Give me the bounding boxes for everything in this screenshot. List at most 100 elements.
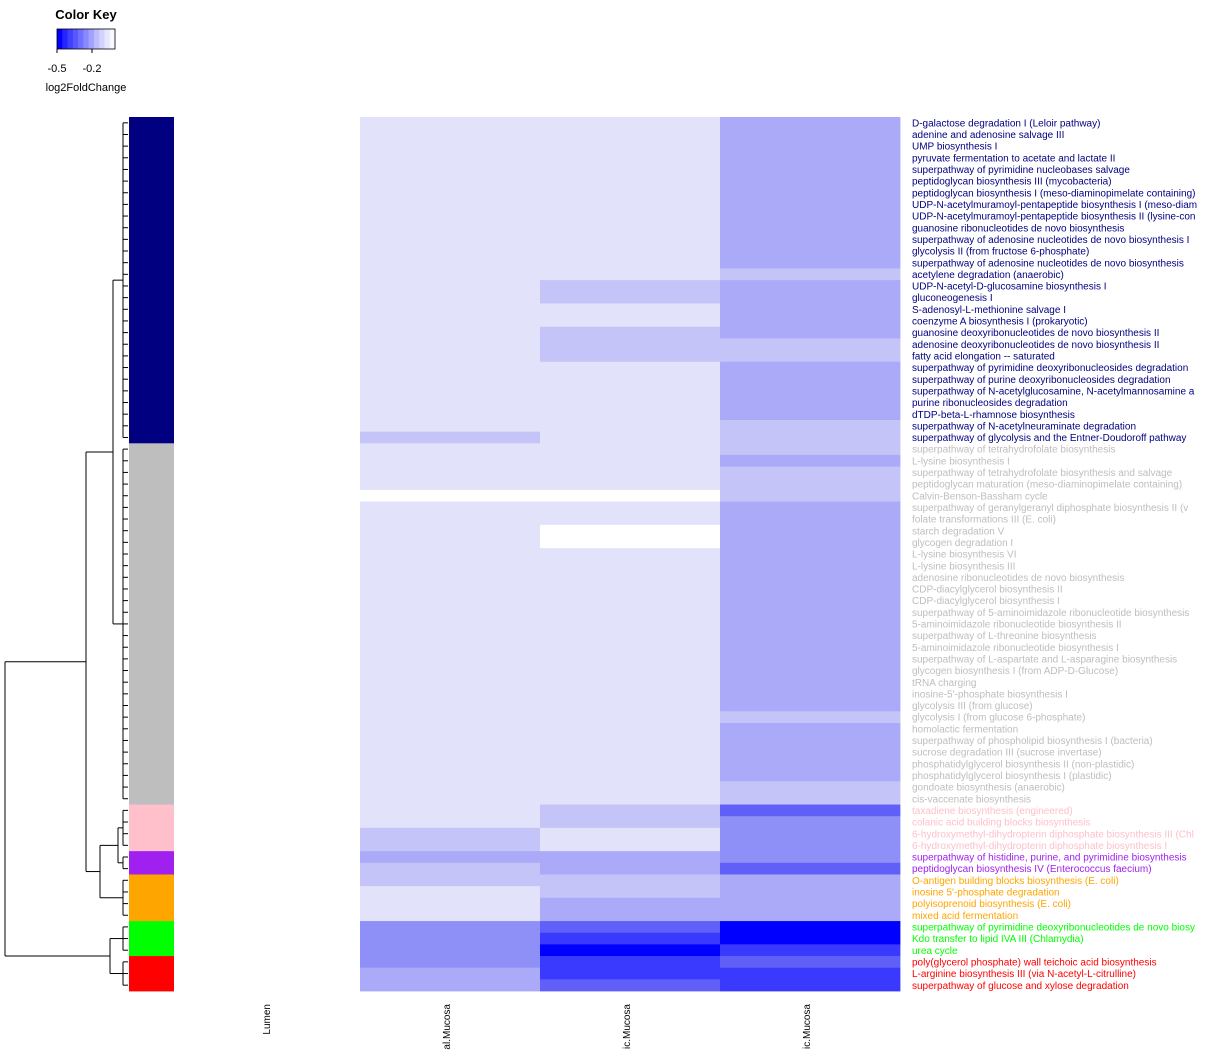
heatmap-cell	[540, 151, 721, 165]
heatmap-cell	[720, 956, 901, 969]
row-label: folate transformations III (E. coli)	[912, 515, 1056, 526]
heatmap-cell	[540, 862, 721, 875]
heatmap-cell	[180, 489, 361, 502]
row-label: superpathway of phospholipid biosynthesi…	[912, 736, 1153, 747]
heatmap-cell	[540, 594, 721, 607]
row-group-swatch	[129, 571, 174, 584]
heatmap-cell	[540, 291, 721, 304]
heatmap-cell	[540, 769, 721, 782]
heatmap-cell	[720, 559, 901, 572]
row-label: 6-hydroxymethyl-dihydropterin diphosphat…	[912, 829, 1194, 840]
heatmap-cell	[180, 688, 361, 701]
heatmap-cell	[180, 431, 361, 444]
heatmap-cell	[180, 606, 361, 619]
heatmap-cell	[540, 536, 721, 549]
heatmap-cell	[720, 361, 901, 374]
heatmap-cell	[180, 245, 361, 258]
row-group-swatch	[129, 396, 174, 409]
heatmap-cell	[720, 140, 901, 153]
heatmap-cell	[180, 792, 361, 805]
column-label: ic.Mucosa	[802, 1004, 813, 1049]
row-label: O-antigen building blocks biosynthesis (…	[912, 876, 1119, 887]
row-group-swatch	[129, 128, 174, 141]
row-group-swatch	[129, 454, 174, 467]
row-label: L-arginine biosynthesis III (via N-acety…	[912, 969, 1136, 980]
heatmap-cell	[540, 816, 721, 829]
heatmap-cell	[540, 128, 721, 141]
heatmap-cell	[180, 734, 361, 747]
row-label: adenosine deoxyribonucleotides de novo b…	[912, 340, 1159, 351]
row-label: UMP biosynthesis I	[912, 142, 997, 153]
row-dendrogram	[4, 122, 128, 986]
row-group-swatch	[129, 839, 174, 852]
heatmap-cell	[180, 163, 361, 176]
heatmap-cell	[540, 548, 721, 561]
row-label: peptidoglycan biosynthesis I (meso-diami…	[912, 188, 1196, 199]
row-group-swatch	[129, 886, 174, 899]
heatmap-cell	[360, 792, 541, 805]
heatmap-cell	[720, 117, 901, 130]
heatmap-cell	[180, 711, 361, 724]
heatmap-cell	[360, 198, 541, 211]
heatmap-cell	[540, 979, 721, 992]
heatmap-cell	[360, 839, 541, 852]
row-label: superpathway of N-acetylneuraminate degr…	[912, 421, 1136, 432]
heatmap-cell	[360, 466, 541, 479]
heatmap-cell	[720, 175, 901, 188]
row-label: superpathway of pyrimidine deoxyribonucl…	[912, 923, 1195, 934]
heatmap-cell	[720, 454, 901, 467]
heatmap-cell	[360, 641, 541, 654]
heatmap-cell	[180, 944, 361, 957]
row-label: gondoate biosynthesis (anaerobic)	[912, 783, 1065, 794]
heatmap-cell	[360, 583, 541, 596]
row-group-swatch	[129, 350, 174, 363]
row-group-swatch	[129, 757, 174, 770]
row-label: gluconeogenesis I	[912, 293, 993, 304]
heatmap-cell	[720, 594, 901, 607]
heatmap-cell	[540, 268, 721, 281]
heatmap-cell	[720, 804, 901, 817]
heatmap-cell	[180, 478, 361, 491]
row-label: 6-hydroxymethyl-dihydropterin diphosphat…	[912, 841, 1167, 852]
color-key-label: log2FoldChange	[46, 82, 127, 94]
row-label: inosine 5'-phosphate degradation	[912, 888, 1060, 899]
heatmap-cell	[540, 757, 721, 770]
heatmap-cell	[180, 140, 361, 153]
heatmap-cell	[540, 839, 721, 852]
heatmap-cell	[360, 606, 541, 619]
heatmap-cell	[180, 233, 361, 246]
heatmap-cell	[180, 781, 361, 794]
heatmap-cell	[540, 408, 721, 421]
row-label: superpathway of adenosine nucleotides de…	[912, 235, 1189, 246]
heatmap-cell	[540, 711, 721, 724]
row-label: adenosine ribonucleotides de novo biosyn…	[912, 573, 1124, 584]
row-label: peptidoglycan biosynthesis III (mycobact…	[912, 177, 1112, 188]
heatmap-cell	[720, 979, 901, 992]
heatmap-cell	[180, 396, 361, 409]
heatmap-cell	[540, 944, 721, 957]
row-group-swatch	[129, 676, 174, 689]
heatmap-cell	[360, 874, 541, 887]
row-group-swatch	[129, 711, 174, 724]
heatmap-cell	[540, 851, 721, 864]
heatmap-cell	[180, 862, 361, 875]
heatmap-cell	[180, 571, 361, 584]
heatmap-cell	[180, 198, 361, 211]
heatmap-cell	[180, 839, 361, 852]
heatmap-cell	[180, 315, 361, 328]
row-group-swatch	[129, 501, 174, 514]
heatmap-cell	[360, 653, 541, 666]
heatmap-cell	[540, 140, 721, 153]
heatmap-cell	[540, 827, 721, 840]
heatmap-cell	[720, 769, 901, 782]
color-key-title: Color Key	[55, 7, 117, 22]
heatmap-cell	[180, 583, 361, 596]
heatmap-cell	[540, 280, 721, 293]
heatmap-cell	[720, 851, 901, 864]
color-key-swatch	[93, 29, 100, 49]
heatmap-cell	[360, 245, 541, 258]
heatmap-cell	[360, 688, 541, 701]
heatmap-cell	[360, 117, 541, 130]
heatmap-cell	[720, 781, 901, 794]
